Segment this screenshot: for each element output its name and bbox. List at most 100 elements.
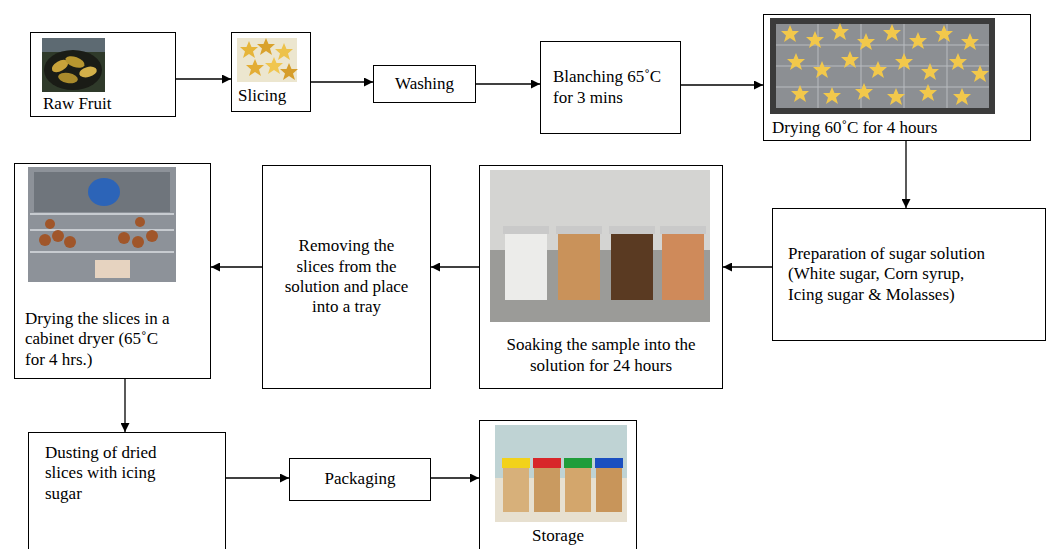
flow-arrow — [681, 84, 763, 85]
process-box: Removing the slices from the solution an… — [262, 165, 431, 389]
photo-part — [95, 260, 130, 278]
photo-part — [787, 53, 805, 70]
photo-part — [781, 25, 799, 42]
photo-part — [28, 167, 176, 282]
photo-part — [42, 38, 105, 92]
photo-part — [564, 458, 592, 468]
photo-part — [781, 23, 989, 105]
flow-arrow — [226, 477, 289, 478]
raw-fruit-photo — [42, 38, 105, 92]
photo-part — [883, 24, 901, 41]
photo-part — [855, 83, 873, 100]
step-label: Preparation of sugar solution (White sug… — [788, 244, 1003, 305]
step-label: Slicing — [238, 86, 286, 106]
photo-part — [30, 214, 174, 252]
step-label: Storage — [532, 526, 584, 546]
step-label: Washing — [395, 74, 454, 94]
photo-part — [88, 178, 120, 206]
flow-arrow — [723, 266, 772, 267]
photo-part — [39, 234, 51, 246]
photo-part — [895, 53, 913, 70]
step-label: Blanching 65˚C for 3 mins — [553, 67, 674, 108]
photo-part — [265, 57, 283, 74]
photo-part — [275, 43, 293, 60]
photo-part — [935, 25, 953, 42]
photo-part — [505, 232, 547, 300]
flow-arrow — [176, 78, 231, 79]
flow-arrow — [311, 81, 373, 82]
step-label: Drying 60˚C for 4 hours — [772, 118, 937, 138]
photo-part — [660, 226, 706, 234]
photo-part — [770, 18, 995, 114]
photo-part — [534, 466, 560, 512]
slicing-photo — [237, 38, 298, 82]
photo-part — [609, 226, 655, 234]
photo-part — [57, 71, 78, 84]
photo-part — [556, 226, 602, 234]
photo-part — [961, 33, 979, 50]
flow-arrow — [124, 379, 125, 432]
photo-part — [919, 84, 937, 101]
photo-part — [34, 172, 170, 212]
flow-arrow — [431, 266, 479, 267]
photo-part — [823, 87, 841, 104]
photo-part — [495, 425, 627, 522]
photo-part — [246, 59, 264, 76]
photo-part — [39, 217, 158, 248]
photo-part — [813, 61, 831, 78]
photo-part — [44, 50, 102, 90]
flow-arrow — [431, 477, 479, 478]
flow-arrow — [905, 141, 906, 208]
photo-part — [502, 458, 530, 468]
photo-part — [806, 31, 824, 48]
photo-part — [280, 63, 298, 80]
step-label: Packaging — [325, 469, 396, 489]
photo-part — [135, 217, 145, 227]
photo-part — [45, 219, 55, 229]
process-box: Dusting of dried slices with icing sugar — [28, 432, 226, 549]
photo-part — [565, 466, 591, 512]
photo-part — [52, 230, 64, 242]
photo-part — [857, 33, 875, 50]
photo-part — [503, 466, 529, 512]
cabinet-dryer-photo — [28, 167, 176, 282]
photo-part — [146, 230, 158, 242]
photo-part — [841, 51, 859, 68]
storage-jars-photo — [495, 425, 627, 522]
process-box: Blanching 65˚C for 3 mins — [540, 41, 681, 134]
photo-part — [558, 232, 600, 300]
flow-arrow — [211, 266, 262, 267]
photo-part — [78, 65, 98, 79]
process-box: Soaking the sample into the solution for… — [479, 165, 723, 389]
step-label: Dusting of dried slices with icing sugar — [45, 443, 177, 504]
process-box: Washing — [373, 65, 476, 103]
photo-part — [869, 61, 887, 78]
photo-part — [662, 232, 704, 300]
photo-part — [921, 63, 939, 80]
photo-part — [118, 232, 130, 244]
photo-part — [971, 65, 989, 82]
photo-part — [776, 24, 989, 108]
process-box: Packaging — [289, 458, 431, 501]
photo-part — [949, 53, 967, 70]
photo-part — [503, 226, 549, 234]
photo-part — [237, 38, 297, 82]
step-label: Raw Fruit — [43, 94, 111, 114]
photo-part — [953, 88, 971, 105]
photo-part — [887, 88, 905, 105]
process-box: Drying the slices in a cabinet dryer (65… — [14, 163, 211, 379]
flow-arrow — [476, 83, 540, 84]
photo-part — [596, 466, 622, 512]
photo-part — [490, 170, 710, 322]
step-label: Soaking the sample into the solution for… — [506, 335, 696, 376]
photo-part — [240, 41, 258, 58]
photo-part — [132, 236, 144, 248]
photo-part — [533, 458, 561, 468]
photo-part — [831, 23, 849, 40]
photo-part — [909, 32, 927, 49]
drying-tray-photo — [770, 18, 995, 114]
photo-part — [257, 38, 275, 55]
process-box: Raw Fruit — [30, 32, 176, 117]
photo-part — [64, 54, 86, 70]
